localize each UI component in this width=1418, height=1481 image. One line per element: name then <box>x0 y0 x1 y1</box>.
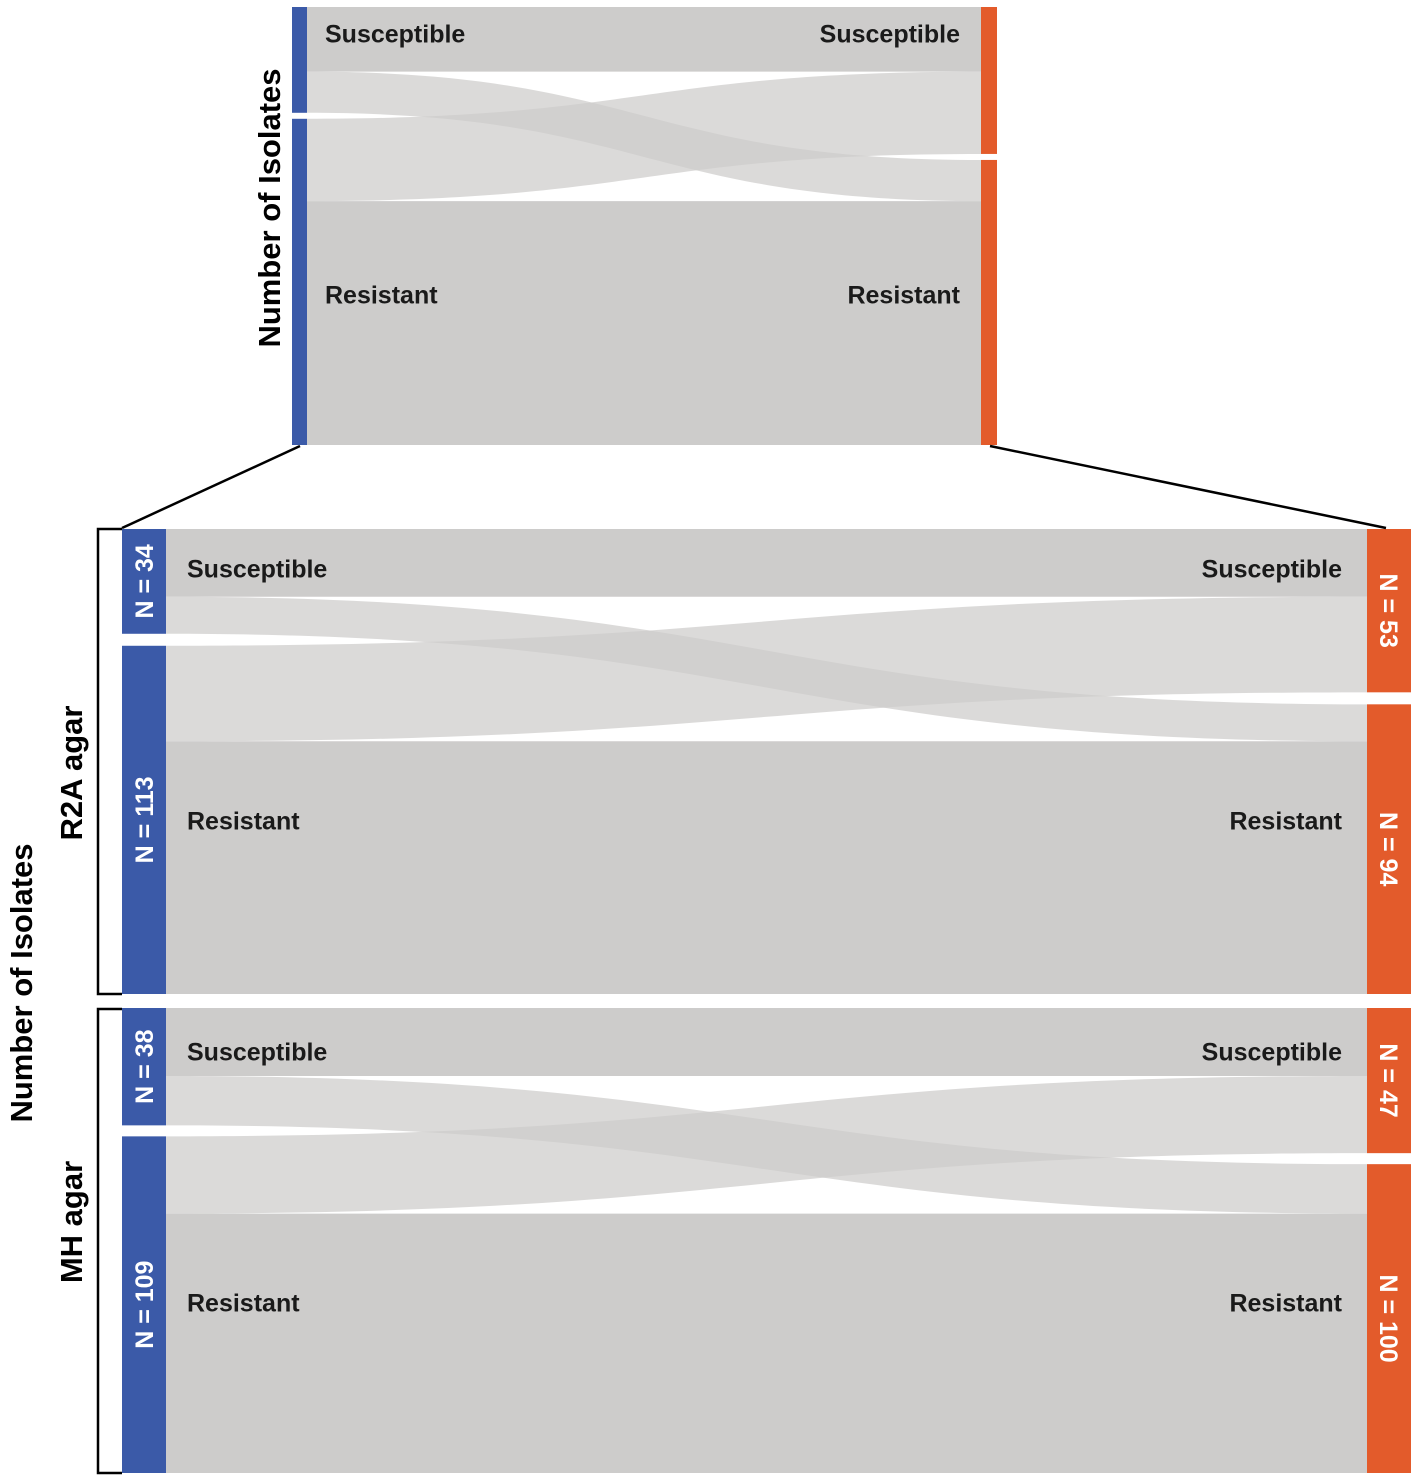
label-r2a-agar-right-susceptible: Susceptible <box>1202 556 1342 584</box>
label-mh-agar-right-susceptible: Susceptible <box>1202 1039 1342 1067</box>
bottom-ylabel: Number of Isolates <box>4 843 39 1122</box>
node-r2a-agar-right-susceptible <box>1367 529 1411 693</box>
zoom-line-right <box>989 444 1387 530</box>
label-overview-right-resistant: Resistant <box>847 282 960 310</box>
bracket-mh <box>96 1007 122 1475</box>
r2a-group-label: R2A agar <box>54 706 89 841</box>
flow-mh-agar-resistant-to-resistant <box>166 1213 1367 1473</box>
n-label-mh-agar-right-resistant: N = 100 <box>1374 1274 1402 1362</box>
label-overview-left-susceptible: Susceptible <box>325 21 465 49</box>
node-mh-agar-right-susceptible <box>1367 1008 1411 1154</box>
flow-r2a-agar-susceptible-to-susceptible <box>166 529 1367 597</box>
flow-r2a-agar-resistant-to-susceptible <box>166 596 1367 742</box>
node-overview-left-susceptible <box>292 7 307 113</box>
top-ylabel: Number of Isolates <box>252 68 287 347</box>
label-mh-agar-left-susceptible: Susceptible <box>187 1039 327 1067</box>
node-mh-agar-left-susceptible <box>122 1008 166 1126</box>
mh-group-label: MH agar <box>54 1161 89 1283</box>
flow-overview-resistant-to-resistant <box>307 201 981 445</box>
n-label-r2a-agar-left-susceptible: N = 34 <box>131 544 159 618</box>
flow-overview-susceptible-to-susceptible <box>307 7 981 72</box>
nodes-layer <box>122 7 1411 1473</box>
n-label-mh-agar-left-resistant: N = 109 <box>131 1261 159 1349</box>
node-overview-right-resistant <box>981 159 997 445</box>
label-r2a-agar-right-resistant: Resistant <box>1229 808 1342 836</box>
label-overview-left-resistant: Resistant <box>325 282 438 310</box>
bracket-r2a <box>96 527 122 996</box>
zoom-line-left <box>121 444 301 530</box>
label-overview-right-susceptible: Susceptible <box>820 21 960 49</box>
flow-overview-resistant-to-susceptible <box>307 71 981 202</box>
n-label-mh-agar-left-susceptible: N = 38 <box>131 1029 159 1103</box>
n-label-r2a-agar-right-resistant: N = 94 <box>1374 812 1402 886</box>
n-label-r2a-agar-left-resistant: N = 113 <box>131 776 159 863</box>
node-r2a-agar-right-resistant <box>1367 704 1411 994</box>
node-mh-agar-left-resistant <box>122 1136 166 1473</box>
node-r2a-agar-left-resistant <box>122 645 166 994</box>
node-r2a-agar-left-susceptible <box>122 529 166 634</box>
label-r2a-agar-left-susceptible: Susceptible <box>187 556 327 584</box>
flows-layer <box>166 7 1367 1473</box>
flow-mh-agar-susceptible-to-susceptible <box>166 1008 1367 1076</box>
node-overview-right-susceptible <box>981 7 997 154</box>
node-overview-left-resistant <box>292 118 307 445</box>
flow-r2a-agar-resistant-to-resistant <box>166 741 1367 994</box>
n-label-mh-agar-right-susceptible: N = 47 <box>1374 1043 1402 1117</box>
flow-mh-agar-resistant-to-susceptible <box>166 1075 1367 1214</box>
n-label-r2a-agar-right-susceptible: N = 53 <box>1374 573 1402 647</box>
label-r2a-agar-left-resistant: Resistant <box>187 808 300 836</box>
label-mh-agar-left-resistant: Resistant <box>187 1290 300 1318</box>
label-mh-agar-right-resistant: Resistant <box>1229 1290 1342 1318</box>
node-mh-agar-right-resistant <box>1367 1164 1411 1473</box>
